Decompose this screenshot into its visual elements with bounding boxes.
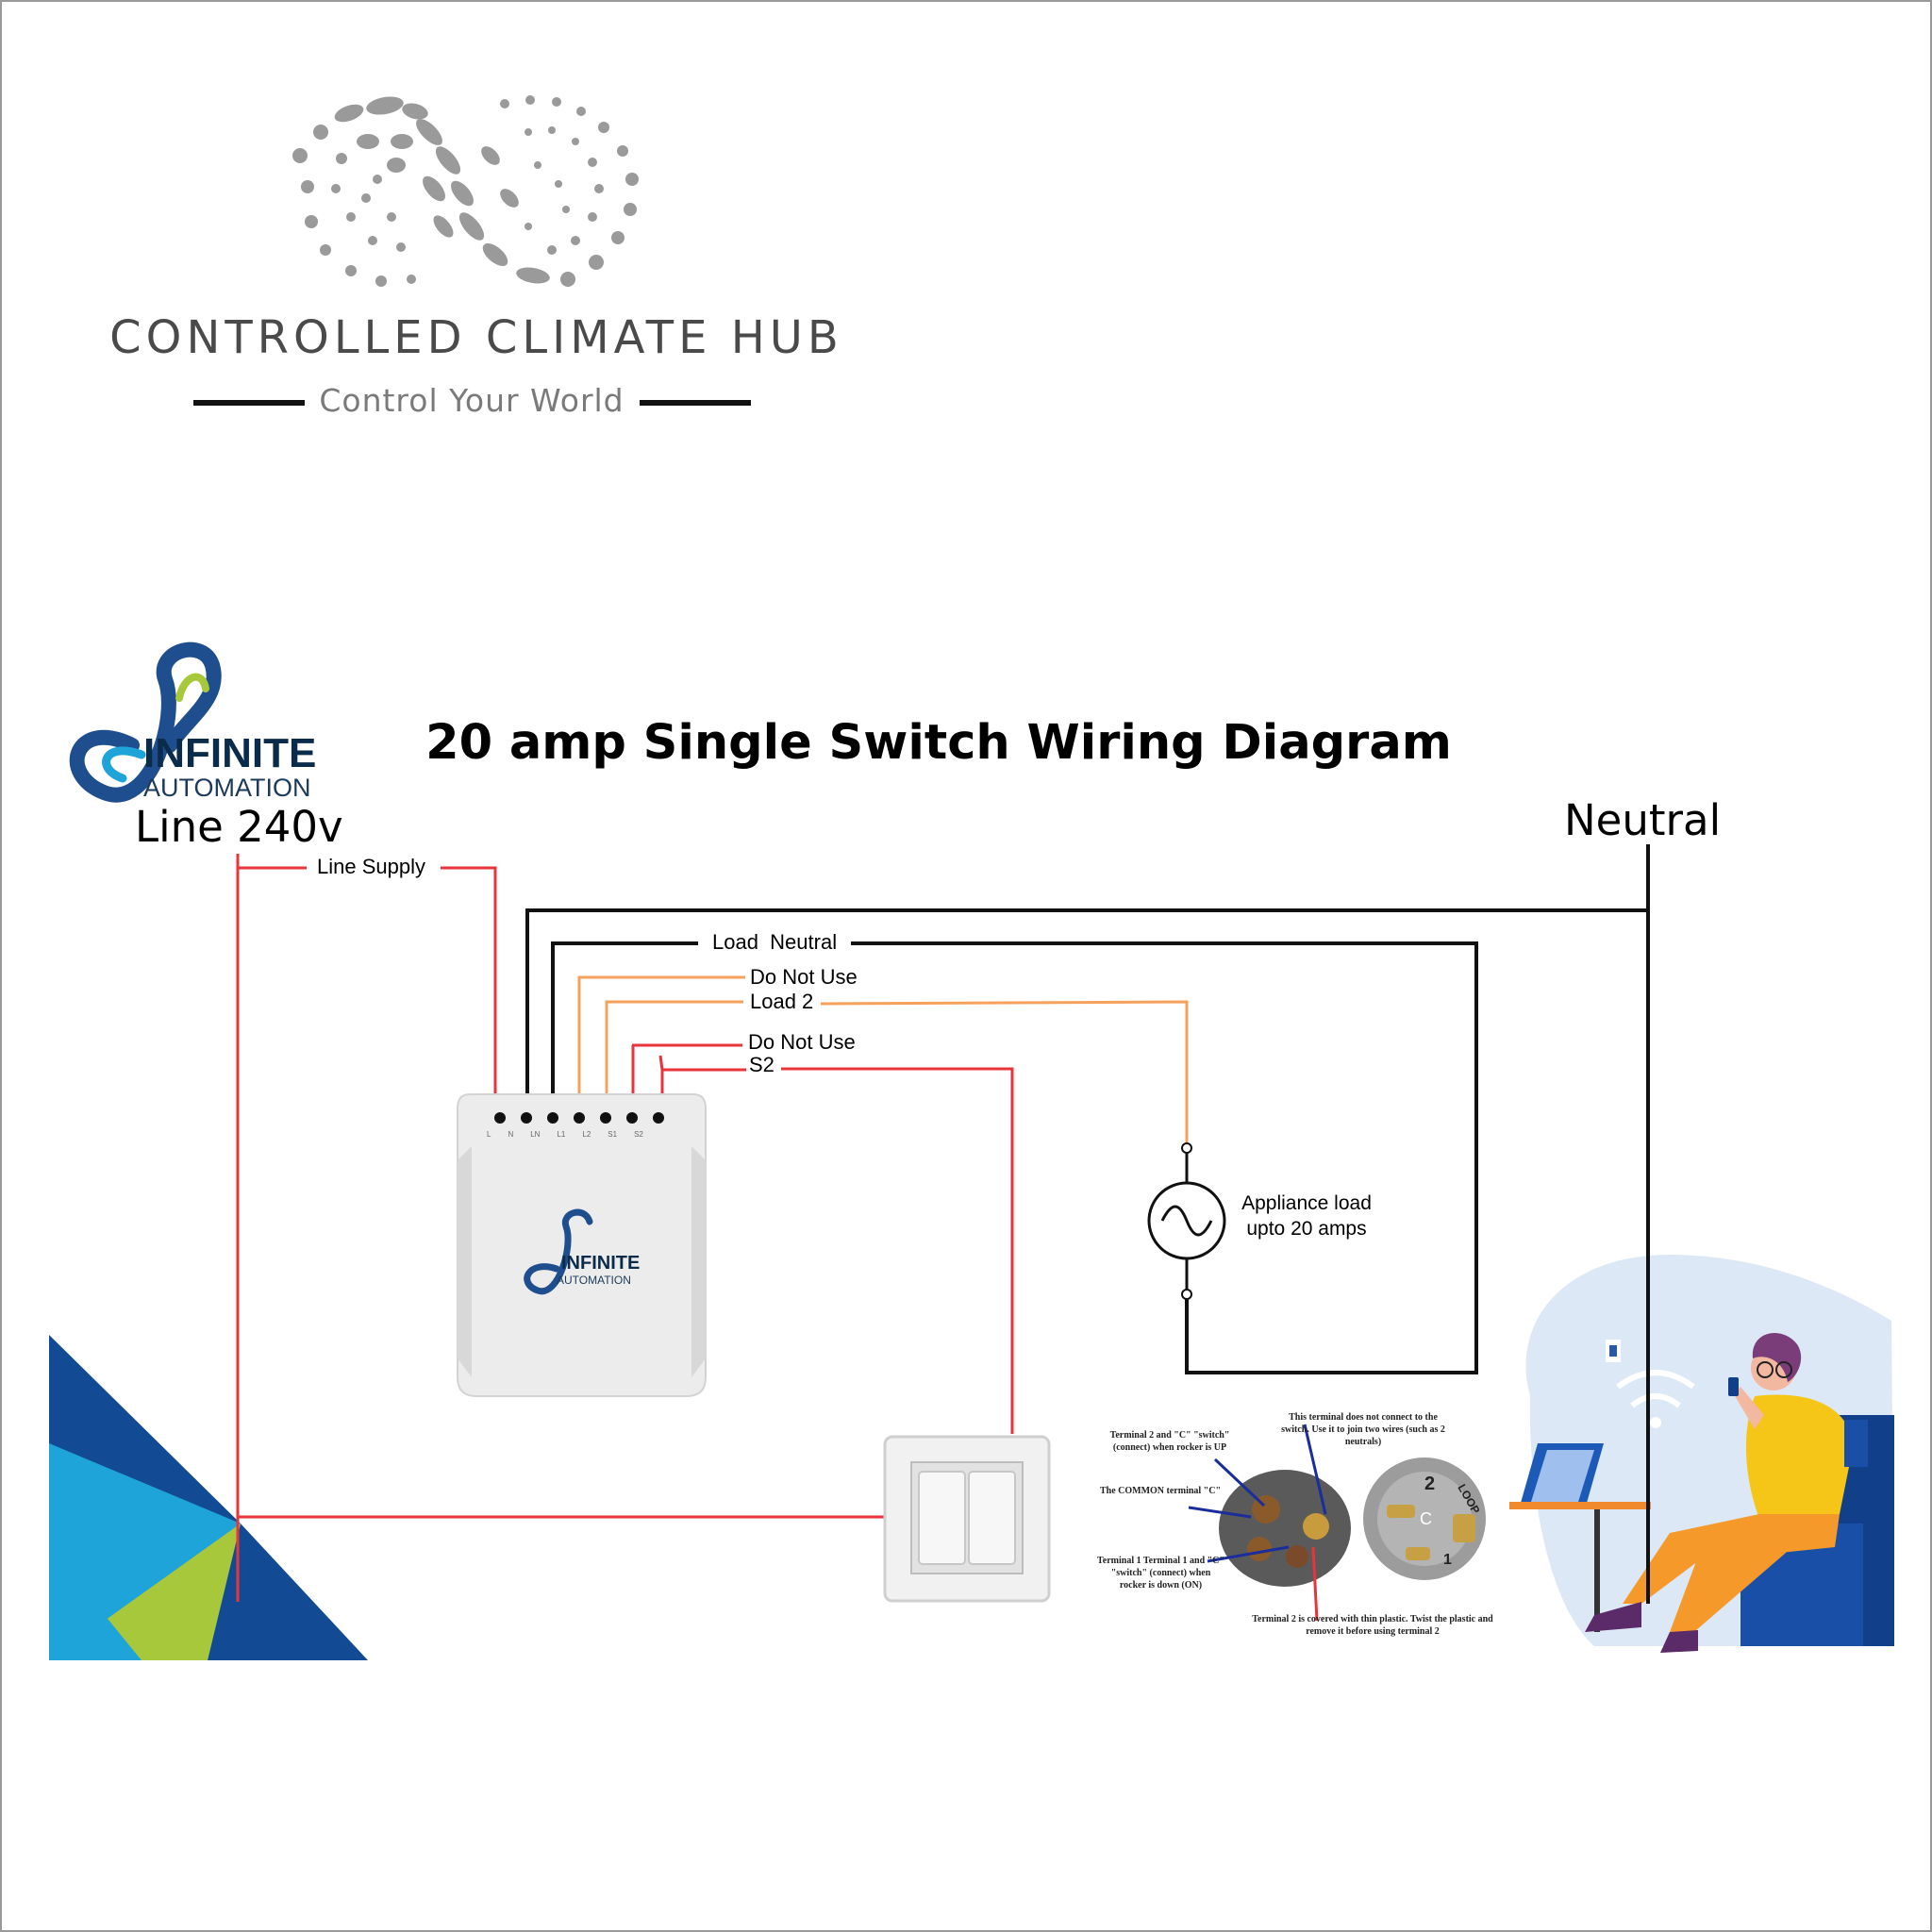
- terminal-label: S2: [634, 1130, 643, 1139]
- note-terminal-2: Terminal 2 and "C" "switch" (connect) wh…: [1109, 1430, 1230, 1453]
- dial-label-2: 2: [1424, 1474, 1436, 1494]
- brand-tagline: Control Your World: [319, 382, 625, 419]
- partner-logo-sub: AUTOMATION: [143, 774, 311, 802]
- wire-label-load-neutral: Load Neutral: [709, 930, 841, 955]
- appliance-label: Appliance load upto 20 amps: [1226, 1191, 1387, 1241]
- wire-label-load-2: Load 2: [747, 990, 817, 1014]
- diagram-title: 20 amp Single Switch Wiring Diagram: [425, 715, 1452, 771]
- wall-switch-icon: [883, 1435, 1051, 1603]
- tagline-rule-left: [193, 400, 305, 406]
- decorative-triangles: [49, 1335, 368, 1660]
- module-terminal-labels: L N LN L1 L2 S1 S2: [487, 1130, 675, 1139]
- dial-label-c: C: [1420, 1509, 1432, 1528]
- note-terminal-2-cover: Terminal 2 is covered with thin plastic.…: [1252, 1614, 1493, 1637]
- terminal-label: L: [487, 1130, 491, 1139]
- live-wires: [236, 854, 1014, 1602]
- person-with-phone-illustration: [1509, 1255, 1894, 1653]
- load-wires: [577, 975, 1189, 1146]
- neutral-wires: [525, 844, 1650, 1604]
- note-terminal-1: Terminal 1 Terminal 1 and "C" "switch" (…: [1097, 1556, 1224, 1591]
- module-brand-sub: AUTOMATION: [557, 1274, 631, 1287]
- dotted-infinity-logo-icon: [292, 95, 639, 287]
- terminal-label: L2: [582, 1130, 591, 1139]
- terminal-label: S1: [608, 1130, 618, 1139]
- smart-module: [457, 1093, 707, 1397]
- switch-mechanism-illustration: [1188, 1424, 1486, 1622]
- brand-title: CONTROLLED CLIMATE HUB: [109, 311, 843, 364]
- terminal-label: LN: [530, 1130, 541, 1139]
- wire-label-s2: S2: [746, 1053, 777, 1077]
- module-brand: INFINITE: [561, 1253, 641, 1274]
- partner-logo-name: INFINITE: [143, 730, 317, 776]
- terminal-label: N: [508, 1130, 514, 1139]
- infinite-automation-logo-icon: [69, 641, 222, 803]
- tagline-rule-right: [640, 400, 751, 406]
- wire-label-do-not-use-2: Do Not Use: [745, 1030, 858, 1055]
- dial-label-1: 1: [1443, 1552, 1452, 1568]
- ac-source-symbol-icon: [1147, 1142, 1226, 1300]
- neutral-label: Neutral: [1564, 795, 1722, 845]
- note-terminal-no-connect: This terminal does not connect to the sw…: [1281, 1412, 1445, 1447]
- wire-label-line-supply: Line Supply: [314, 855, 428, 879]
- line-label: Line 240v: [135, 802, 343, 852]
- appliance-label-line2: upto 20 amps: [1246, 1218, 1367, 1240]
- wire-label-do-not-use-1: Do Not Use: [747, 965, 860, 990]
- terminal-label: L1: [557, 1130, 566, 1139]
- appliance-label-line1: Appliance load: [1241, 1192, 1372, 1214]
- note-common-terminal: The COMMON terminal "C": [1099, 1486, 1222, 1496]
